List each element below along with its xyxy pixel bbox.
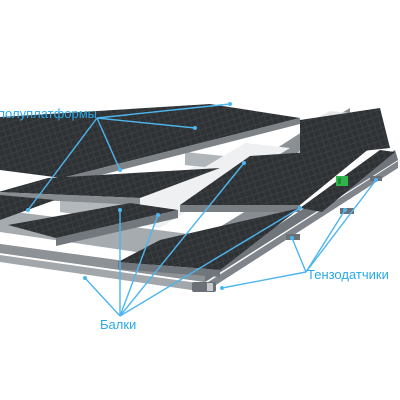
platforms-label: полуплатформы <box>0 106 98 121</box>
platform-right <box>118 108 395 277</box>
platform-left <box>0 104 300 246</box>
leader-lines <box>27 103 377 317</box>
load-cells-label: Тензодатчики <box>307 267 389 282</box>
sensor-box <box>336 176 348 186</box>
leader-arrowheads <box>26 102 378 290</box>
beams-label: Балки <box>100 317 137 332</box>
